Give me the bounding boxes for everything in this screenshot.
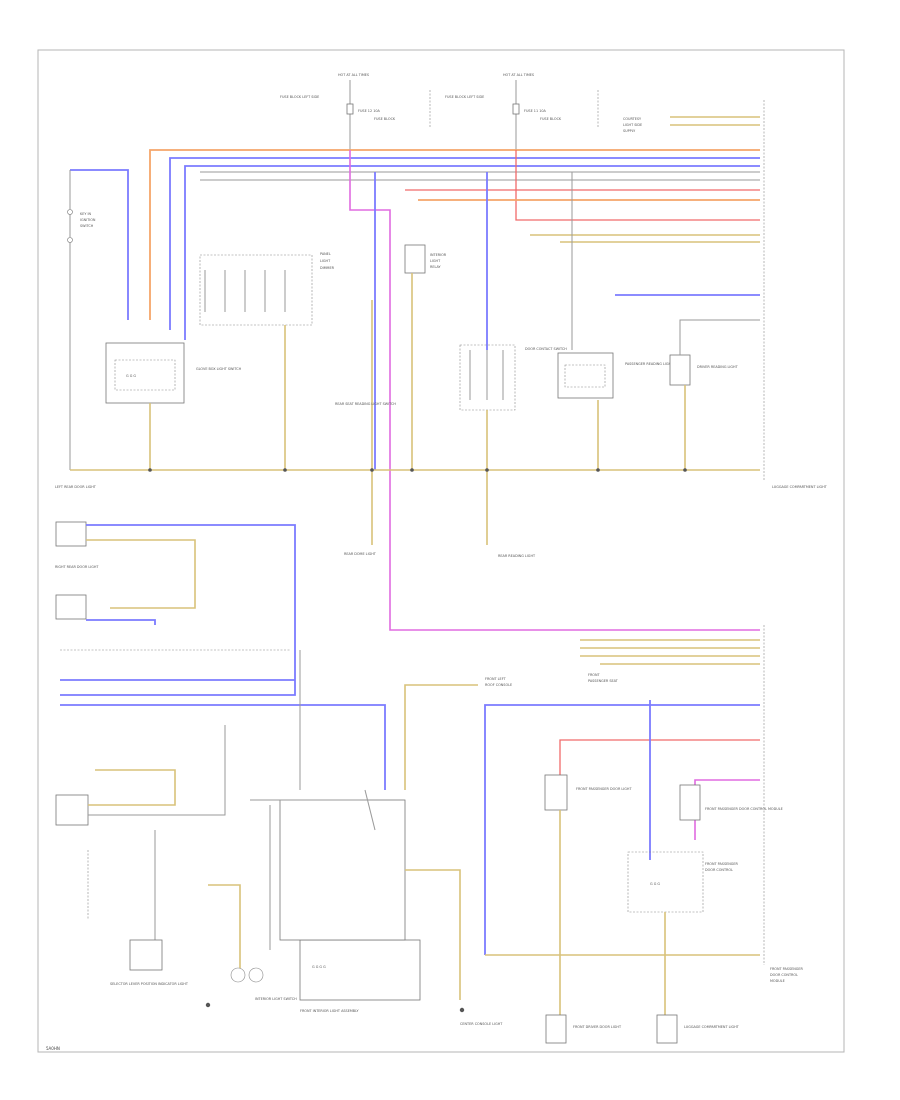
top-right-connectors: COURTESY LIGHT SIDE SUPPLY <box>623 100 765 480</box>
selector-lever-label: SELECTOR LEVER POSITION INDICATOR LIGHT <box>110 982 189 986</box>
left-rear-door-section: LEFT REAR DOOR LIGHT RIGHT REAR DOOR LIG… <box>55 485 386 790</box>
center-relay-module: INTERIOR LIGHT RELAY <box>404 244 447 470</box>
svg-text:LIGHT: LIGHT <box>430 259 441 263</box>
bus-wires <box>149 149 760 340</box>
svg-text:G G G G: G G G G <box>312 965 326 969</box>
svg-text:KEY IN: KEY IN <box>80 212 92 216</box>
svg-text:DIMMER: DIMMER <box>320 266 335 270</box>
blue-bus-wire-2 <box>184 165 760 340</box>
fuse-1-fuse: FUSE 12 10A <box>358 109 381 113</box>
svg-text:DOOR CONTROL: DOOR CONTROL <box>705 868 733 872</box>
svg-text:FRONT LEFT: FRONT LEFT <box>485 677 507 681</box>
red-feed-wire <box>515 150 760 221</box>
left-rear-door-label: LEFT REAR DOOR LIGHT <box>55 485 97 489</box>
front-interior-section: INTERIOR LIGHT SWITCH G G G G FRONT INTE… <box>205 677 512 1026</box>
svg-text:LIGHT SIDE: LIGHT SIDE <box>623 123 642 127</box>
rear-dome-label: REAR DOME LIGHT <box>344 552 377 556</box>
glove-box-switch-label: GLOVE BOX LIGHT SWITCH <box>196 367 242 371</box>
fuse-2-side-label: FUSE BLOCK <box>540 117 562 121</box>
fuse-2-hot-label: HOT AT ALL TIMES <box>503 73 534 77</box>
svg-text:SUPPLY: SUPPLY <box>623 129 636 133</box>
svg-text:SWITCH: SWITCH <box>80 224 94 228</box>
svg-text:LIGHT: LIGHT <box>320 259 331 263</box>
svg-text:DOOR CONTROL: DOOR CONTROL <box>770 973 798 977</box>
orange-bus-wire <box>149 149 760 320</box>
svg-text:G G G: G G G <box>126 374 136 378</box>
left-top-switch: KEY IN IGNITION SWITCH <box>67 169 129 470</box>
passenger-reading-label: PASSENGER READING LIGHT <box>625 362 674 366</box>
fuse-1-side-label: FUSE BLOCK <box>374 117 396 121</box>
svg-text:FRONT PASSENGER: FRONT PASSENGER <box>705 862 739 866</box>
right-reading-lights: PASSENGER READING LIGHT DRIVER READING L… <box>557 172 760 470</box>
svg-text:MODULE: MODULE <box>770 979 785 983</box>
footer-code: 5A0HN <box>46 1046 60 1051</box>
blue-bus-wire <box>169 157 760 330</box>
pink-main-wire <box>349 150 760 631</box>
svg-text:FRONT: FRONT <box>588 673 601 677</box>
fuse-1-hot-label: HOT AT ALL TIMES <box>338 73 369 77</box>
ground-bus-1: LUGGAGE COMPARTMENT LIGHT <box>70 468 828 489</box>
fuse-12: HOT AT ALL TIMES FUSE BLOCK LEFT SIDE FU… <box>280 73 431 150</box>
interior-switch-label: INTERIOR LIGHT SWITCH <box>255 997 297 1001</box>
rear-seat-switch-label: REAR SEAT READING LIGHT SWITCH <box>335 402 396 406</box>
svg-text:G G G: G G G <box>650 882 660 886</box>
svg-text:COURTESY: COURTESY <box>623 117 642 121</box>
center-console-label: CENTER CONSOLE LIGHT <box>460 1022 503 1026</box>
svg-text:PASSENGER SEAT: PASSENGER SEAT <box>588 679 619 683</box>
fuse-1-location: FUSE BLOCK LEFT SIDE <box>280 95 319 99</box>
right-lower-section: FRONT PASSENGER SEAT FRONT PASSENGER DOO… <box>484 625 804 1044</box>
center-left-bulb-group: PANEL LIGHT DIMMER <box>199 252 335 470</box>
svg-text:LUGGAGE COMPARTMENT LIGHT: LUGGAGE COMPARTMENT LIGHT <box>684 1025 740 1029</box>
driver-reading-label: DRIVER READING LIGHT <box>697 365 739 369</box>
fuse-2-fuse: FUSE 11 10A <box>524 109 547 113</box>
rear-seat-switch: REAR SEAT READING LIGHT SWITCH REAR DOME… <box>335 300 396 556</box>
svg-text:PANEL: PANEL <box>320 252 331 256</box>
svg-text:FRONT PASSENGER: FRONT PASSENGER <box>770 967 804 971</box>
fuse-1-element <box>346 103 354 115</box>
fuse-11: HOT AT ALL TIMES FUSE BLOCK LEFT SIDE FU… <box>445 73 599 150</box>
glove-box-module: G G G GLOVE BOX LIGHT SWITCH <box>105 342 242 470</box>
door-ctrl-label: FRONT PASSENGER DOOR CONTROL MODULE <box>705 807 783 811</box>
svg-text:ROOF CONSOLE: ROOF CONSOLE <box>485 683 512 687</box>
front-interior-label: FRONT INTERIOR LIGHT ASSEMBLY <box>300 1009 360 1013</box>
front-passenger-label: FRONT PASSENGER DOOR LIGHT <box>576 787 632 791</box>
diagram-frame <box>37 49 845 1053</box>
luggage-light-label: LUGGAGE COMPARTMENT LIGHT <box>772 485 828 489</box>
front-driver-door-label: FRONT DRIVER DOOR LIGHT <box>573 1025 622 1029</box>
selector-lever-section: SELECTOR LEVER POSITION INDICATOR LIGHT <box>55 725 226 986</box>
right-rear-door-label: RIGHT REAR DOOR LIGHT <box>55 565 99 569</box>
fuse-2-element <box>512 103 520 115</box>
rear-reading-label: REAR READING LIGHT <box>498 554 536 558</box>
svg-text:RELAY: RELAY <box>430 265 442 269</box>
fuse-2-location: FUSE BLOCK LEFT SIDE <box>445 95 484 99</box>
door-contact-label: DOOR CONTACT SWITCH <box>525 347 567 351</box>
svg-text:INTERIOR: INTERIOR <box>430 253 447 257</box>
door-contact-switch: DOOR CONTACT SWITCH REAR READING LIGHT <box>459 172 567 558</box>
svg-text:IGNITION: IGNITION <box>80 218 96 222</box>
